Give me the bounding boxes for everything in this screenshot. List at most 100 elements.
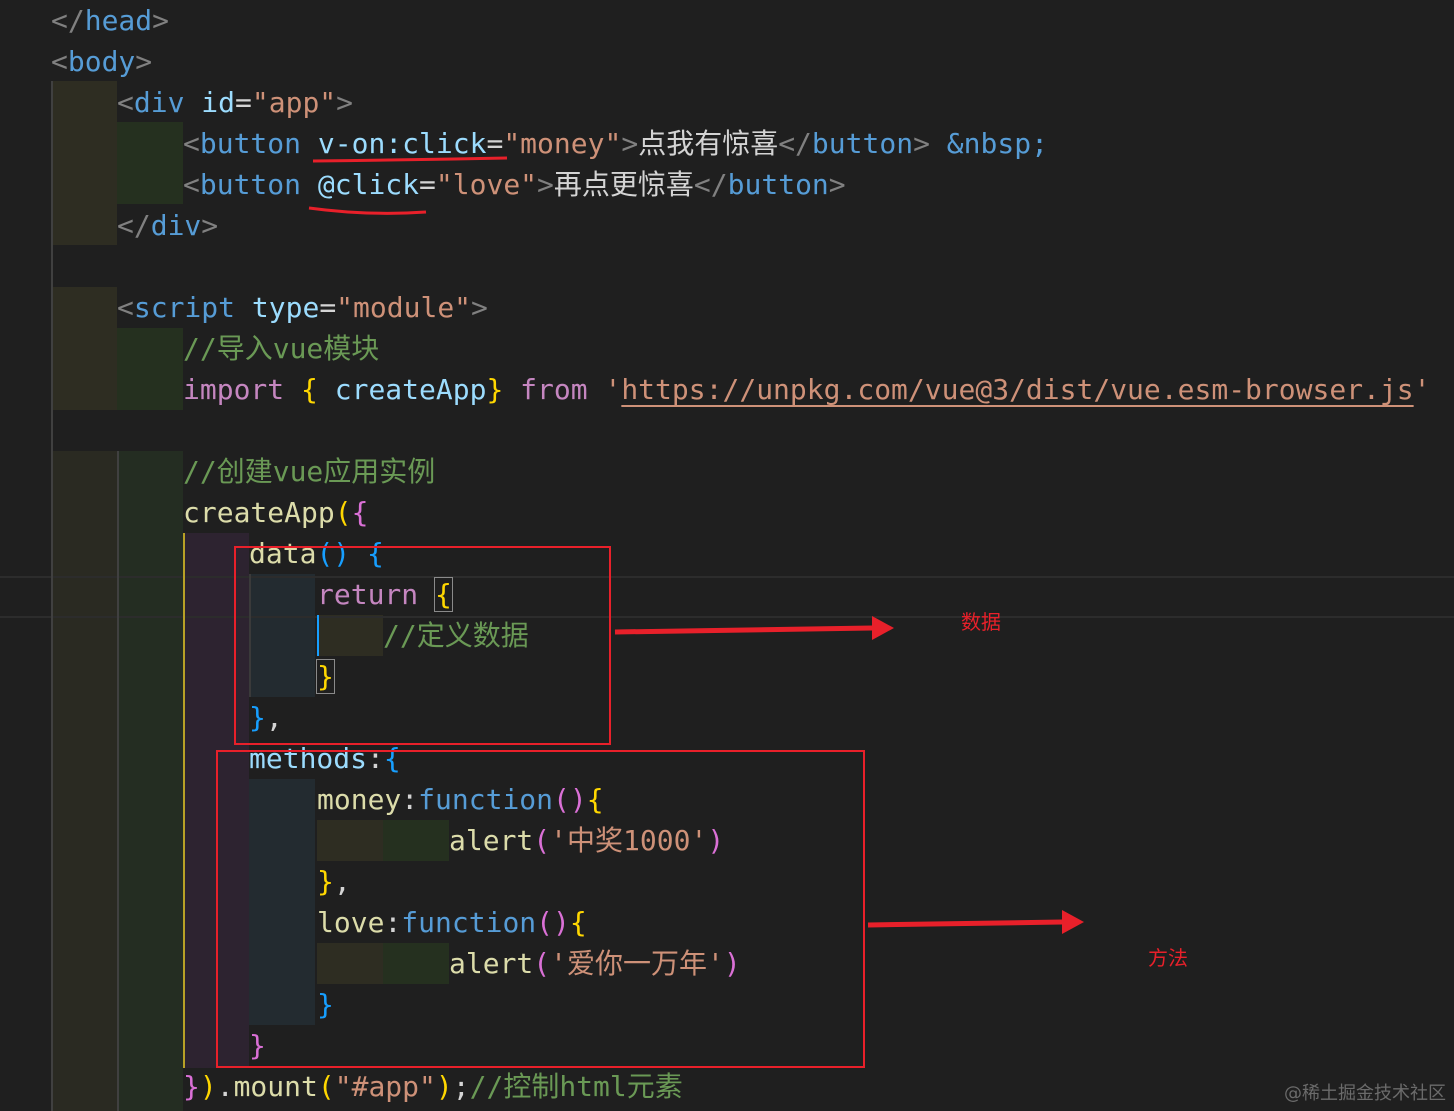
code-token: love — [317, 906, 385, 939]
code-line-14: //定义数据 — [383, 615, 529, 656]
code-token: } — [249, 701, 266, 734]
code-token: "love" — [435, 168, 538, 201]
code-line-2: <body> — [51, 41, 152, 82]
code-line-1: </head> — [51, 0, 169, 41]
indent-guide-block — [249, 574, 315, 697]
indent-guide-block — [51, 81, 117, 245]
code-token: : — [401, 783, 419, 816]
code-line-9: import { createApp} from 'https://unpkg.… — [183, 369, 1431, 410]
indent-guide-block — [249, 779, 315, 1025]
code-token: ( — [317, 1070, 335, 1103]
code-token: < — [51, 45, 68, 78]
arrow-to-data-label — [614, 625, 873, 635]
code-token: . — [216, 1070, 234, 1103]
code-token: () — [316, 537, 351, 570]
code-token: '中奖1000' — [550, 824, 708, 857]
code-token: () — [536, 906, 570, 939]
code-token: { — [586, 783, 604, 816]
code-token: "#app" — [334, 1070, 436, 1103]
code-token: { — [301, 373, 318, 406]
methods-label: 方法 — [1148, 946, 1188, 970]
code-token: button — [199, 127, 302, 160]
code-token: : — [384, 906, 402, 939]
code-token: ( — [334, 496, 352, 529]
code-line-20: }, — [317, 861, 351, 902]
indent-guide-block — [117, 122, 183, 204]
code-token: return — [317, 578, 419, 611]
indent-guide-block — [317, 615, 383, 656]
code-token: createApp — [334, 373, 487, 406]
code-token: methods — [249, 742, 368, 775]
code-token: createApp — [183, 496, 335, 529]
code-line-16: }, — [249, 697, 283, 738]
code-line-15: } — [316, 656, 335, 697]
code-line-12: data() { — [249, 533, 384, 574]
code-token: alert — [449, 947, 534, 980]
code-line-8: //导入vue模块 — [183, 328, 379, 369]
code-line-23: } — [317, 984, 334, 1025]
code-token: &nbsp; — [946, 127, 1048, 160]
code-token: { — [367, 537, 384, 570]
code-token: } — [317, 865, 334, 898]
code-token: ) — [199, 1070, 217, 1103]
code-token: > — [913, 127, 930, 160]
code-token: { — [569, 906, 587, 939]
import-url-link[interactable]: https://unpkg.com/vue@3/dist/vue.esm-bro… — [621, 373, 1414, 406]
code-line-7: <script type="module"> — [117, 287, 488, 328]
code-token: </ — [51, 4, 85, 37]
indent-guide-block — [383, 820, 449, 861]
underline-v-on-click — [312, 156, 508, 163]
code-line-25: }).mount("#app");//控制html元素 — [183, 1066, 683, 1107]
code-token: } — [486, 373, 504, 406]
code-token: from — [520, 373, 588, 406]
code-token: button — [727, 168, 829, 201]
code-token: > — [336, 86, 354, 119]
indent-guide-block — [51, 451, 117, 1111]
code-token: > — [201, 209, 219, 242]
indent-guide-line — [249, 574, 251, 697]
code-token: ) — [707, 824, 725, 857]
code-token: data — [249, 537, 317, 570]
indent-guide-block — [317, 943, 383, 984]
code-token: ) — [723, 947, 741, 980]
methods-highlight-box — [216, 750, 865, 1068]
arrow-to-methods-label — [867, 919, 1063, 928]
code-line-6: </div> — [117, 205, 218, 246]
code-comment: //导入vue模块 — [183, 332, 380, 365]
code-token: > — [828, 168, 846, 201]
code-token: { — [351, 496, 369, 529]
code-token: </ — [693, 168, 728, 201]
code-line-11: createApp({ — [183, 492, 368, 533]
code-token: () — [553, 783, 587, 816]
code-token: = — [486, 127, 504, 160]
code-token: type — [251, 291, 320, 324]
bracket-match-guide — [317, 615, 319, 656]
code-comment: //控制html元素 — [469, 1070, 683, 1103]
code-token: = — [235, 86, 252, 119]
code-token: } — [316, 659, 335, 694]
indent-guide-block — [51, 287, 117, 410]
code-token: money — [317, 783, 402, 816]
code-token: "app" — [251, 86, 337, 119]
code-token: "module" — [336, 291, 472, 324]
code-token: > — [537, 168, 554, 201]
watermark: @稀土掘金技术社区 — [1284, 1083, 1446, 1104]
code-token: > — [152, 4, 170, 37]
code-line-24: } — [249, 1025, 266, 1066]
code-token: ' — [604, 373, 622, 406]
code-token: > — [135, 45, 153, 78]
code-token: head — [84, 4, 153, 37]
code-token: ( — [533, 824, 551, 857]
indent-guide-block — [117, 451, 183, 1111]
code-token: button — [199, 168, 302, 201]
code-line-21: love:function(){ — [317, 902, 587, 943]
code-comment: //定义数据 — [383, 619, 529, 652]
code-token: ' — [1413, 373, 1431, 406]
code-token: < — [183, 127, 200, 160]
code-token: body — [67, 45, 136, 78]
code-line-3: <div id="app"> — [117, 82, 353, 123]
code-token: < — [117, 291, 134, 324]
code-line-17: methods:{ — [249, 738, 401, 779]
